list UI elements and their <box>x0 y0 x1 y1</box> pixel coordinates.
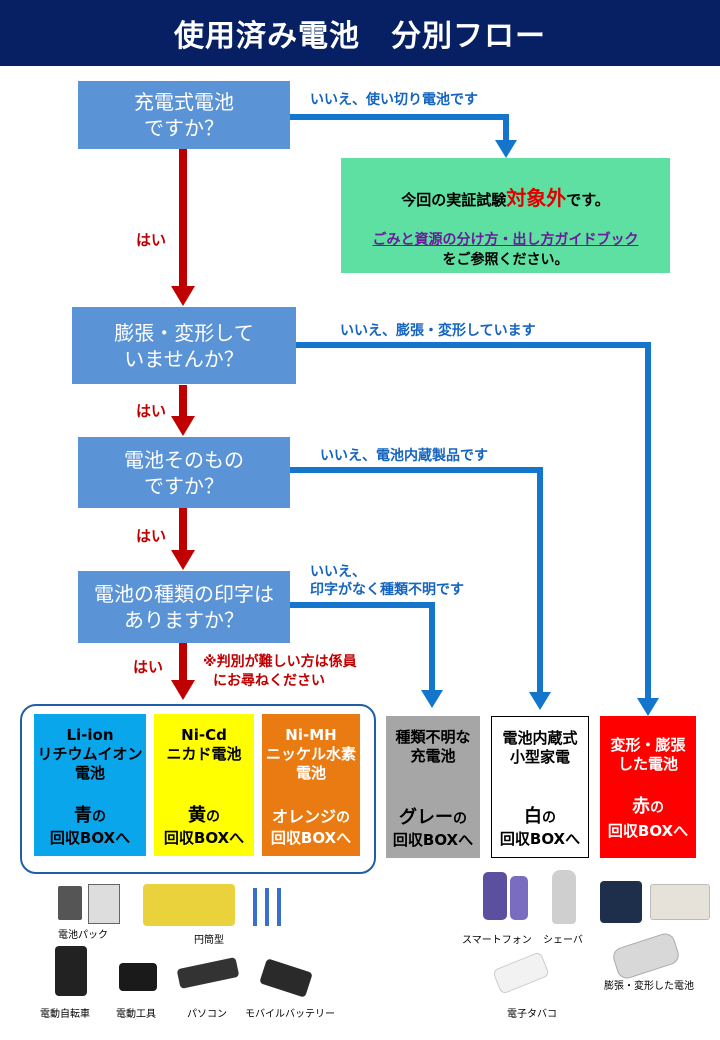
bin-color: 青 <box>74 805 92 826</box>
no-label-unknown: いいえ、 印字がなく種類不明です <box>310 563 464 599</box>
yes-label: はい <box>136 527 167 545</box>
battery-pack-picture <box>88 884 120 924</box>
bin-type: ニカド電池 <box>166 745 242 763</box>
yes-label: はい <box>136 231 167 249</box>
bin-type: リチウムイオン <box>37 745 143 763</box>
caption-shaver: シェーバ <box>543 935 583 946</box>
guidebook-link[interactable]: ごみと資源の分け方・出し方ガイドブック <box>372 232 639 248</box>
not-target-highlight: 対象外 <box>506 186 567 210</box>
bin-destination: 回収BOXへ <box>499 830 581 848</box>
bin-color: グレー <box>399 807 453 828</box>
no-label-line: 印字がなく種類不明です <box>310 582 464 598</box>
bin-type: した電池 <box>617 755 678 773</box>
caption-pack: 電池パック <box>58 930 108 941</box>
bin-type: 変形・膨張 <box>610 736 686 754</box>
caption-tool: 電動工具 <box>116 1009 156 1020</box>
bin-type: 電池内蔵式 <box>502 729 578 747</box>
bin-red: 変形・膨張した電池 赤の 回収BOXへ <box>600 716 696 858</box>
bin-white: 電池内蔵式小型家電 白の 回収BOXへ <box>491 716 589 858</box>
question-text: 膨張・変形して <box>114 320 254 345</box>
bin-type: Li-ion <box>66 726 114 744</box>
bin-color: 赤 <box>632 796 650 817</box>
bin-suffix: の <box>336 810 350 826</box>
question-battery-itself: 電池そのもの ですか？ <box>78 437 290 508</box>
bin-destination: 回収BOXへ <box>49 829 131 847</box>
not-target-line: 今回の実証試験対象外です。 <box>341 182 670 211</box>
caption-pc: パソコン <box>187 1009 227 1020</box>
no-label-disposable: いいえ、使い切り電池です <box>310 92 478 108</box>
bin-type: 小型家電 <box>509 748 570 766</box>
no-label-line: いいえ、 <box>310 564 366 580</box>
not-target-text: 今回の実証試験 <box>401 191 507 209</box>
bin-suffix: の <box>650 800 664 816</box>
no-arrowheads <box>421 140 659 716</box>
question-swollen: 膨張・変形して いませんか？ <box>72 307 296 384</box>
not-target-text: です。 <box>566 191 610 209</box>
ebike-battery-picture <box>55 946 87 996</box>
page-title: 使用済み電池 分別フロー <box>0 0 720 66</box>
bin-color: オレンジ <box>271 807 336 826</box>
no-arrows <box>290 114 651 700</box>
question-text: 充電式電池 <box>134 90 234 114</box>
battery-pack-picture <box>58 886 82 920</box>
bin-suffix: の <box>92 809 106 825</box>
note-line: ※判別が難しい方は係員 <box>203 654 357 670</box>
question-type-printed: 電池の種類の印字は ありますか？ <box>78 571 290 643</box>
cylinder-battery-picture <box>143 884 235 926</box>
aa-battery-picture <box>245 888 281 926</box>
shaver-picture <box>552 870 576 924</box>
bin-destination: 回収BOXへ <box>270 829 352 847</box>
caption-ecig: 電子タバコ <box>507 1009 557 1020</box>
question-text: いませんか？ <box>124 346 244 371</box>
bin-type: 充電池 <box>410 747 456 765</box>
bin-type: 電池 <box>295 764 326 782</box>
bin-destination: 回収BOXへ <box>392 831 474 849</box>
bin-destination: 回収BOXへ <box>607 822 689 840</box>
question-text: ですか？ <box>144 473 224 498</box>
swollen-battery-picture <box>650 884 710 920</box>
bin-gray: 種類不明な充電池 グレーの 回収BOXへ <box>386 716 480 858</box>
caption-phone: スマートフォン <box>462 935 532 946</box>
smartphone-picture <box>483 872 507 920</box>
question-text: 電池の種類の印字は <box>94 582 274 606</box>
not-target-box: 今回の実証試験対象外です。 ごみと資源の分け方・出し方ガイドブック をご参照くだ… <box>341 158 670 273</box>
question-text: ですか？ <box>144 116 224 140</box>
staff-note: ※判別が難しい方は係員 にお尋ねください <box>203 653 357 691</box>
caption-mobile: モバイルバッテリー <box>245 1009 335 1020</box>
bin-suffix: の <box>542 810 556 826</box>
no-label-swollen: いいえ、膨張・変形しています <box>340 323 536 339</box>
bin-destination: 回収BOXへ <box>163 829 245 847</box>
smartphone-picture <box>510 876 528 920</box>
caption-cylinder: 円筒型 <box>194 935 224 946</box>
question-text: ありますか？ <box>124 608 244 632</box>
bin-type: Ni-Cd <box>181 726 227 744</box>
yes-label: はい <box>133 658 164 676</box>
bin-color: 白 <box>524 806 542 827</box>
question-text: 電池そのもの <box>124 447 244 472</box>
yes-label: はい <box>136 402 167 420</box>
swollen-battery-picture <box>600 881 642 923</box>
bin-type: ニッケル水素 <box>265 745 356 763</box>
yes-arrowheads <box>171 286 195 700</box>
no-label-built-in: いいえ、電池内蔵製品です <box>320 448 488 464</box>
bin-suffix: の <box>206 809 220 825</box>
bin-type: 電池 <box>74 764 105 782</box>
note-line: にお尋ねください <box>213 673 325 689</box>
bin-color: 黄 <box>188 805 206 826</box>
bin-suffix: の <box>453 811 467 827</box>
tool-battery-picture <box>119 963 157 991</box>
caption-swollen: 膨張・変形した電池 <box>604 981 694 992</box>
refer-text: をご参照ください。 <box>442 252 569 268</box>
bin-type: 種類不明な <box>395 728 471 746</box>
bin-type: Ni-MH <box>285 726 337 744</box>
question-rechargeable: 充電式電池 ですか？ <box>78 81 290 149</box>
caption-ebike: 電動自転車 <box>40 1009 90 1020</box>
